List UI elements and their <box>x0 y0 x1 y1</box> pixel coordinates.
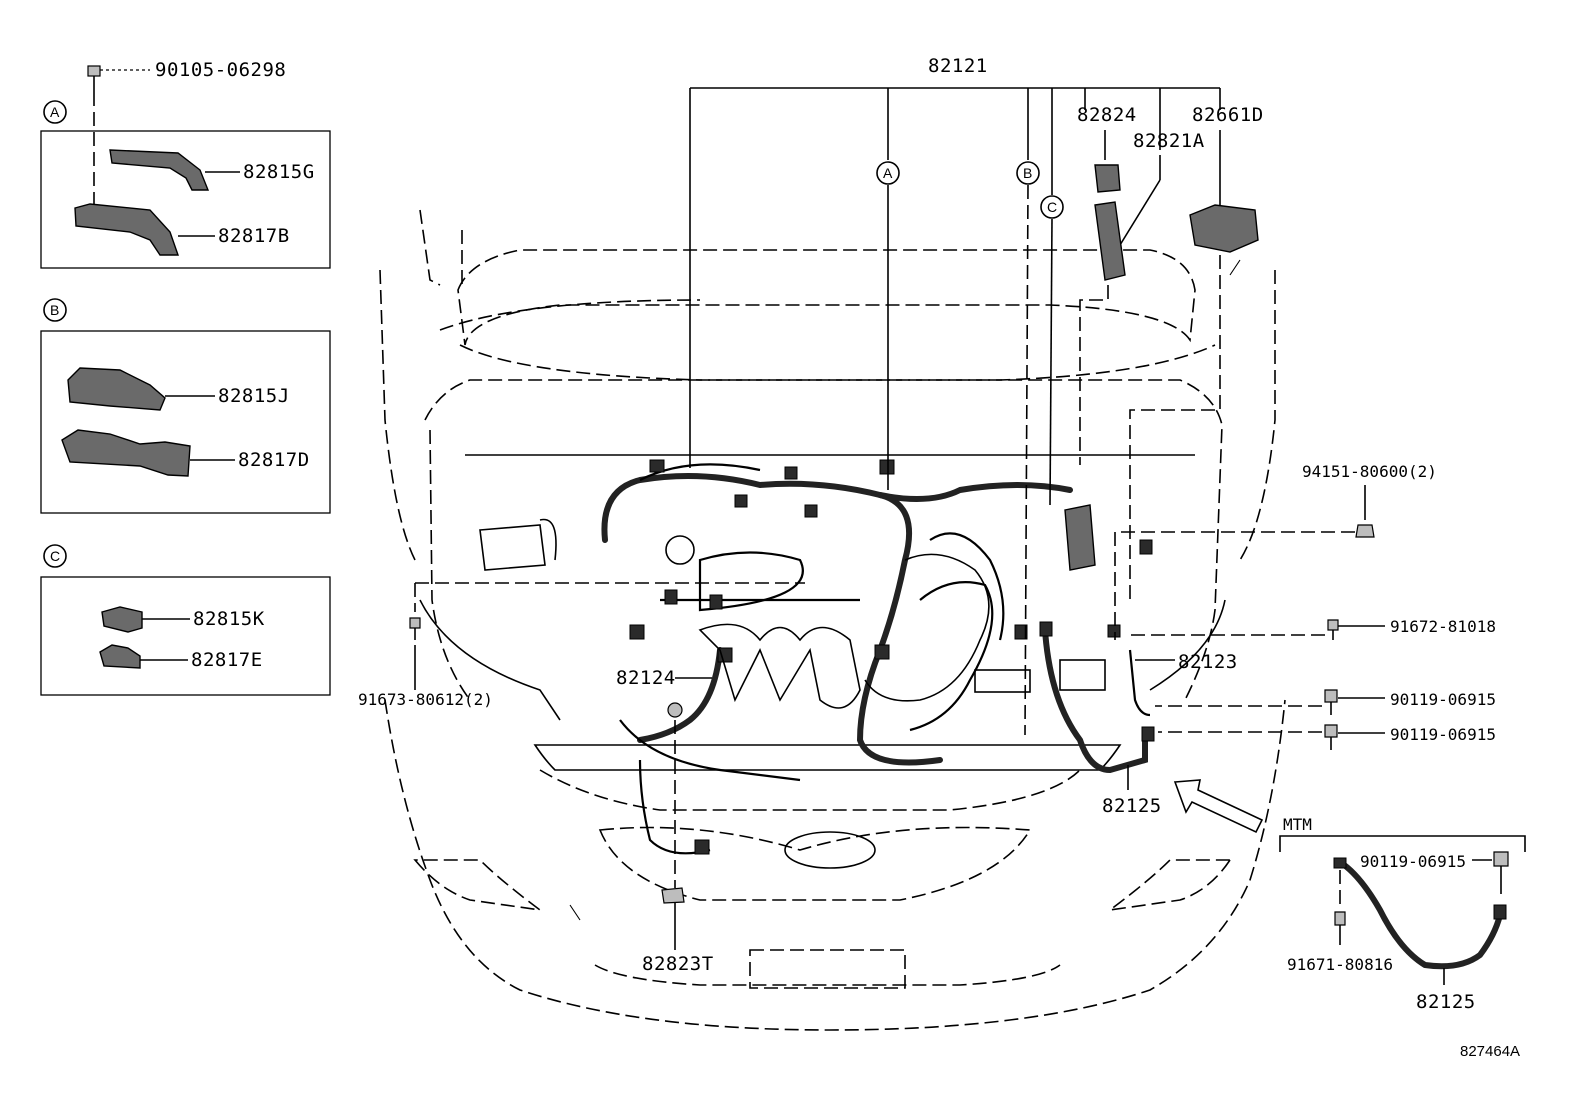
callout-90119-06915-a[interactable]: 90119-06915 <box>1155 689 1496 715</box>
label-82661D: 82661D <box>1192 104 1264 126</box>
mtm-callout-82125[interactable]: 82125 <box>1416 968 1476 1013</box>
label-82824: 82824 <box>1077 104 1137 126</box>
label-90119-06915-a: 90119-06915 <box>1390 690 1496 709</box>
label-82823T: 82823T <box>642 953 714 975</box>
label-82123: 82123 <box>1178 651 1238 673</box>
part-82817D[interactable]: 82817D <box>61 429 310 477</box>
mtm-label-82125: 82125 <box>1416 991 1476 1013</box>
part-82815K[interactable]: 82815K <box>101 606 265 633</box>
section-a-circle: A <box>43 100 67 124</box>
label-82121: 82121 <box>928 55 988 77</box>
callout-82124[interactable]: 82124 <box>616 667 712 689</box>
bay-circle-b: B <box>1016 161 1040 736</box>
label-82125: 82125 <box>1102 795 1162 817</box>
label-82815K: 82815K <box>193 608 265 630</box>
bay-circle-b-letter: B <box>1023 165 1032 181</box>
callout-94151-80600[interactable]: 94151-80600(2) <box>1114 462 1437 640</box>
label-90119-06915-b: 90119-06915 <box>1390 725 1496 744</box>
vehicle-outline <box>379 209 1286 1031</box>
section-a-letter: A <box>50 104 60 120</box>
section-c-letter: C <box>50 548 60 564</box>
mtm-label-90119-06915: 90119-06915 <box>1360 852 1466 871</box>
engine-harness <box>479 459 1155 855</box>
section-c-circle: C <box>43 544 67 568</box>
label-91673-80612: 91673-80612(2) <box>358 690 493 709</box>
label-82124: 82124 <box>616 667 676 689</box>
part-82815G[interactable]: 82815G <box>109 149 315 191</box>
section-b-circle: B <box>43 298 67 322</box>
callout-91673-80612[interactable]: 91673-80612(2) <box>358 582 805 709</box>
bay-circle-a: A <box>876 161 900 185</box>
callout-91672-81018[interactable]: 91672-81018 <box>1130 617 1496 640</box>
detail-panels: 90105-06298 A 82815G 82817B B 82815J <box>40 59 331 696</box>
mtm-bolt-91671-80816[interactable]: 91671-80816 <box>1287 870 1393 974</box>
callout-82821A[interactable]: 82821A <box>1079 130 1205 465</box>
label-82821A: 82821A <box>1133 130 1205 152</box>
label-90105-06298: 90105-06298 <box>155 59 286 81</box>
bolt-90105-06298[interactable]: 90105-06298 <box>87 59 286 92</box>
callout-82125[interactable]: 82125 <box>1102 765 1162 817</box>
panel-b-box <box>40 330 331 514</box>
part-82817B[interactable]: 82817B <box>74 203 290 256</box>
license-plate-area <box>749 949 906 989</box>
label-82817E: 82817E <box>191 649 263 671</box>
label-82815G: 82815G <box>243 161 315 183</box>
mtm-label: MTM <box>1283 815 1312 834</box>
callout-82123[interactable]: 82123 <box>1135 651 1238 673</box>
label-91672-81018: 91672-81018 <box>1390 617 1496 636</box>
panel-a-box <box>40 130 331 269</box>
part-82817E[interactable]: 82817E <box>99 644 263 671</box>
figure-reference: 827464A <box>1460 1043 1520 1060</box>
callout-82824[interactable]: 82824 <box>1077 104 1137 193</box>
label-82817D: 82817D <box>238 449 310 471</box>
callout-90119-06915-b[interactable]: 90119-06915 <box>1158 724 1496 750</box>
label-82817B: 82817B <box>218 225 290 247</box>
mtm-detail: MTM 90119-06915 91671-80816 82125 <box>1279 815 1526 1013</box>
bay-circle-a-letter: A <box>883 165 893 181</box>
label-94151-80600: 94151-80600(2) <box>1302 462 1437 481</box>
callout-82661D[interactable]: 82661D <box>1129 104 1264 605</box>
bay-circle-c: C <box>1040 195 1064 506</box>
mtm-arrow <box>1173 779 1264 834</box>
mtm-label-91671-80816: 91671-80816 <box>1287 955 1393 974</box>
panel-c-box <box>40 576 331 696</box>
bay-circle-c-letter: C <box>1047 199 1057 215</box>
mtm-bolt-90119-06915[interactable]: 90119-06915 <box>1360 851 1509 900</box>
callout-82121[interactable]: 82121 <box>689 55 1221 490</box>
section-b-letter: B <box>50 302 59 318</box>
part-82815J[interactable]: 82815J <box>67 367 290 411</box>
callout-82823T[interactable]: 82823T <box>642 720 714 975</box>
label-82815J: 82815J <box>218 385 290 407</box>
